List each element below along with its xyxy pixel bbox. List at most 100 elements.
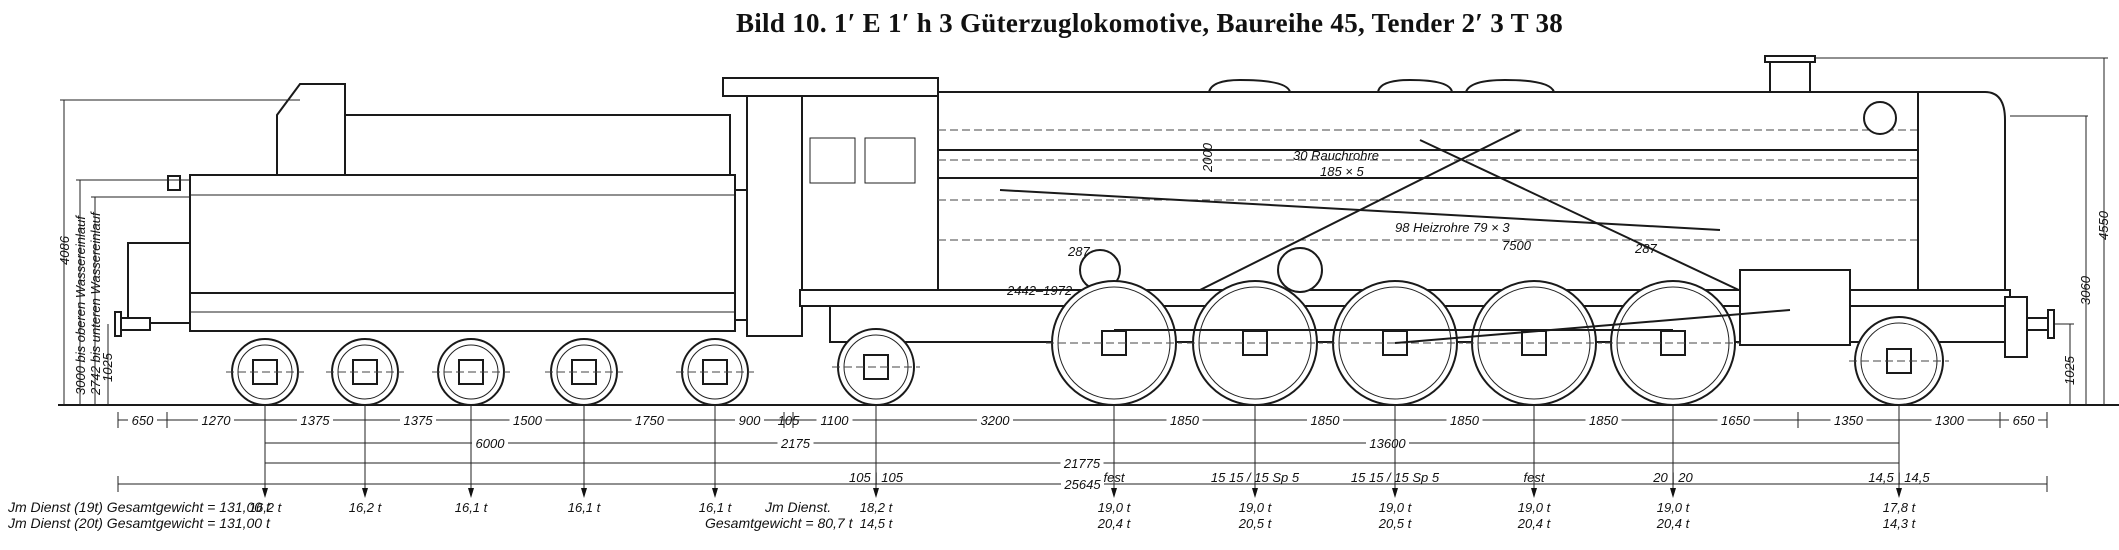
height-dimensions-right: 4550 3060 1025 — [1815, 57, 2111, 405]
load-arrow-head — [262, 488, 268, 498]
drawing-title: Bild 10. 1′ E 1′ h 3 Güterzuglokomotive,… — [735, 8, 1564, 38]
label-bg — [1830, 412, 1867, 428]
tender-weight-20t: Jm Dienst (20t) Gesamtgewicht = 131,00 t — [7, 515, 271, 531]
load-arrow-head — [1896, 488, 1902, 498]
label-bg — [1166, 412, 1203, 428]
cab-front-sheet — [746, 95, 803, 337]
feed-dome — [1464, 78, 1556, 93]
label-bg — [1061, 476, 1104, 492]
cab-window — [864, 137, 916, 184]
height-dimensions-left: 4086 3000 bis oberen Wassereinlauf 2742 … — [57, 99, 300, 405]
height-1025-left: 1025 — [100, 352, 115, 382]
connecting-rod — [1394, 309, 1791, 344]
label-bg — [1931, 412, 1968, 428]
cylinder — [1739, 269, 1851, 346]
dimension-label-105: 105 — [778, 413, 800, 428]
axle-load-upper: 16,2 t — [249, 500, 283, 515]
axle-marker: 15 15 / 15 Sp 5 — [1351, 470, 1440, 485]
tender — [114, 83, 748, 337]
smoke-tubes-size: 185 × 5 — [1320, 164, 1365, 179]
height-4086: 4086 — [57, 235, 72, 265]
smokebox — [1917, 91, 2006, 291]
axle-load-upper: 16,1 t — [568, 500, 602, 515]
tender-front-wall — [734, 189, 748, 321]
dimension-label-1850: 1850 — [1589, 413, 1619, 428]
axle-load-upper: 19,0 t — [1239, 500, 1273, 515]
dimension-label-1270: 1270 — [202, 413, 232, 428]
cab-roof — [722, 77, 939, 97]
cab-window — [809, 137, 856, 184]
load-arrow-head — [1392, 488, 1398, 498]
tender-wheel — [676, 338, 754, 406]
axle-load-upper: 19,0 t — [1518, 500, 1552, 515]
axle-load-lower: 20,4 t — [1656, 516, 1691, 531]
label-bg — [777, 435, 814, 451]
load-arrow-head — [1670, 488, 1676, 498]
fire-tubes-label: 98 Heizrohre 79 × 3 — [1395, 220, 1510, 235]
axle-load-lower: 20,4 t — [1097, 516, 1132, 531]
axle-marker: 14,5 | 14,5 — [1868, 470, 1930, 485]
wheels — [226, 280, 1949, 406]
dimension-label-1350: 1350 — [1834, 413, 1864, 428]
axle-load-lower: 14,3 t — [1883, 516, 1917, 531]
load-arrow-head — [468, 488, 474, 498]
steam-dome — [1207, 78, 1292, 93]
dim-287-left: 287 — [1067, 244, 1090, 259]
dimension-label-1650: 1650 — [1721, 413, 1751, 428]
dimension-label-1500: 1500 — [513, 413, 543, 428]
label-bg — [816, 412, 853, 428]
headlamp — [1863, 101, 1897, 135]
loco-service-label: Jm Dienst. — [764, 499, 831, 515]
axle-load-upper: 16,1 t — [699, 500, 733, 515]
label-bg — [400, 412, 436, 428]
dimension-label-1850: 1850 — [1450, 413, 1480, 428]
tender-coal-shield — [276, 83, 346, 176]
height-1025-right: 1025 — [2062, 355, 2077, 385]
dimension-label-13600: 13600 — [1369, 436, 1406, 451]
dimension-label-1375: 1375 — [404, 413, 434, 428]
dimension-label-1300: 1300 — [1935, 413, 1965, 428]
driving-wheel — [1605, 280, 1741, 406]
height-3060: 3060 — [2078, 275, 2093, 305]
label-bg — [1307, 412, 1343, 428]
label-bg — [2009, 412, 2038, 428]
dimension-label-21775: 21775 — [1063, 456, 1101, 471]
label-bg — [472, 435, 508, 451]
trailing-wheel — [1849, 316, 1949, 406]
dimension-label-1100: 1100 — [821, 413, 850, 428]
load-arrow-head — [362, 488, 368, 498]
weight-notes: Jm Dienst (19t) Gesamtgewicht = 131,00 t… — [7, 499, 854, 531]
tender-tank — [189, 174, 736, 294]
label-bg — [1366, 435, 1409, 451]
driving-wheel — [1187, 280, 1323, 406]
front-buffer — [2026, 317, 2050, 331]
tube-length: 7500 — [1502, 238, 1532, 253]
leading-wheel — [832, 328, 920, 406]
cab — [801, 95, 939, 292]
axle-load-upper: 19,0 t — [1657, 500, 1691, 515]
load-arrow-head — [1252, 488, 1258, 498]
tender-lamp — [167, 175, 181, 191]
load-arrow-head — [1531, 488, 1537, 498]
label-bg — [977, 412, 1013, 428]
label-bg — [1446, 412, 1483, 428]
load-arrow-head — [581, 488, 587, 498]
axle-load-lower: 20,5 t — [1238, 516, 1273, 531]
load-arrow-head — [1111, 488, 1117, 498]
label-bg — [1585, 412, 1622, 428]
air-reservoir — [1277, 247, 1323, 293]
label-bg — [735, 412, 764, 428]
axle-load-upper: 16,1 t — [455, 500, 489, 515]
dimension-label-650: 650 — [132, 413, 154, 428]
height-4550: 4550 — [2096, 210, 2111, 240]
dimension-label-1750: 1750 — [635, 413, 665, 428]
axle-marker: fest — [1524, 470, 1546, 485]
tender-buffer — [119, 317, 151, 331]
dimension-label-1375: 1375 — [301, 413, 331, 428]
tender-wheel — [326, 338, 404, 406]
axle-load-upper: 19,0 t — [1379, 500, 1413, 515]
label-bg — [1060, 455, 1104, 471]
